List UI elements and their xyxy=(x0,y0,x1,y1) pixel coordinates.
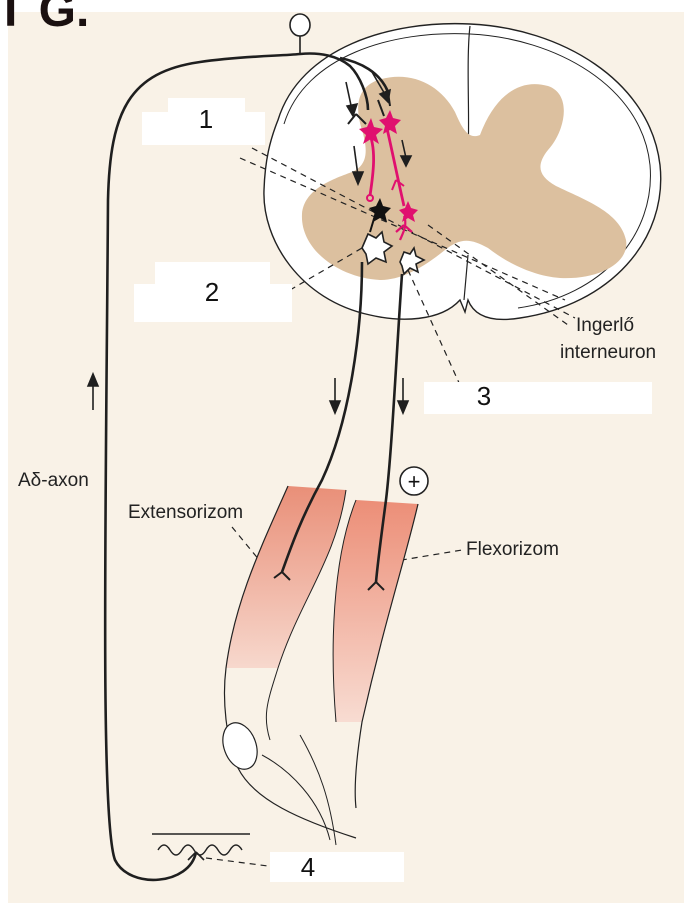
answer-box-4[interactable]: 4 xyxy=(270,852,404,882)
answer-number-1: 1 xyxy=(199,104,213,134)
plus-sign: + xyxy=(408,469,421,494)
answer-box-3[interactable]: 3 xyxy=(424,381,652,414)
answer-number-4: 4 xyxy=(301,852,315,882)
label-interneuron: interneuron xyxy=(560,342,656,363)
label-flexor: Flexorizom xyxy=(466,539,559,560)
answer-number-3: 3 xyxy=(477,381,491,411)
label-extensor: Extensorizom xyxy=(128,502,243,523)
dorsal-root-ganglion xyxy=(290,14,310,36)
spinal-cord-section xyxy=(264,24,661,320)
answer-number-2: 2 xyxy=(205,277,219,307)
answer-box-4-field[interactable] xyxy=(270,852,404,882)
answer-box-2[interactable]: 2 xyxy=(134,262,292,322)
excitation-sign: + xyxy=(400,467,428,495)
label-ingerlo: Ingerlő xyxy=(576,315,634,336)
header-fragment: T G. xyxy=(0,0,89,37)
answer-box-3-field[interactable] xyxy=(424,382,652,414)
label-ad-axon: Aδ-axon xyxy=(18,470,89,491)
